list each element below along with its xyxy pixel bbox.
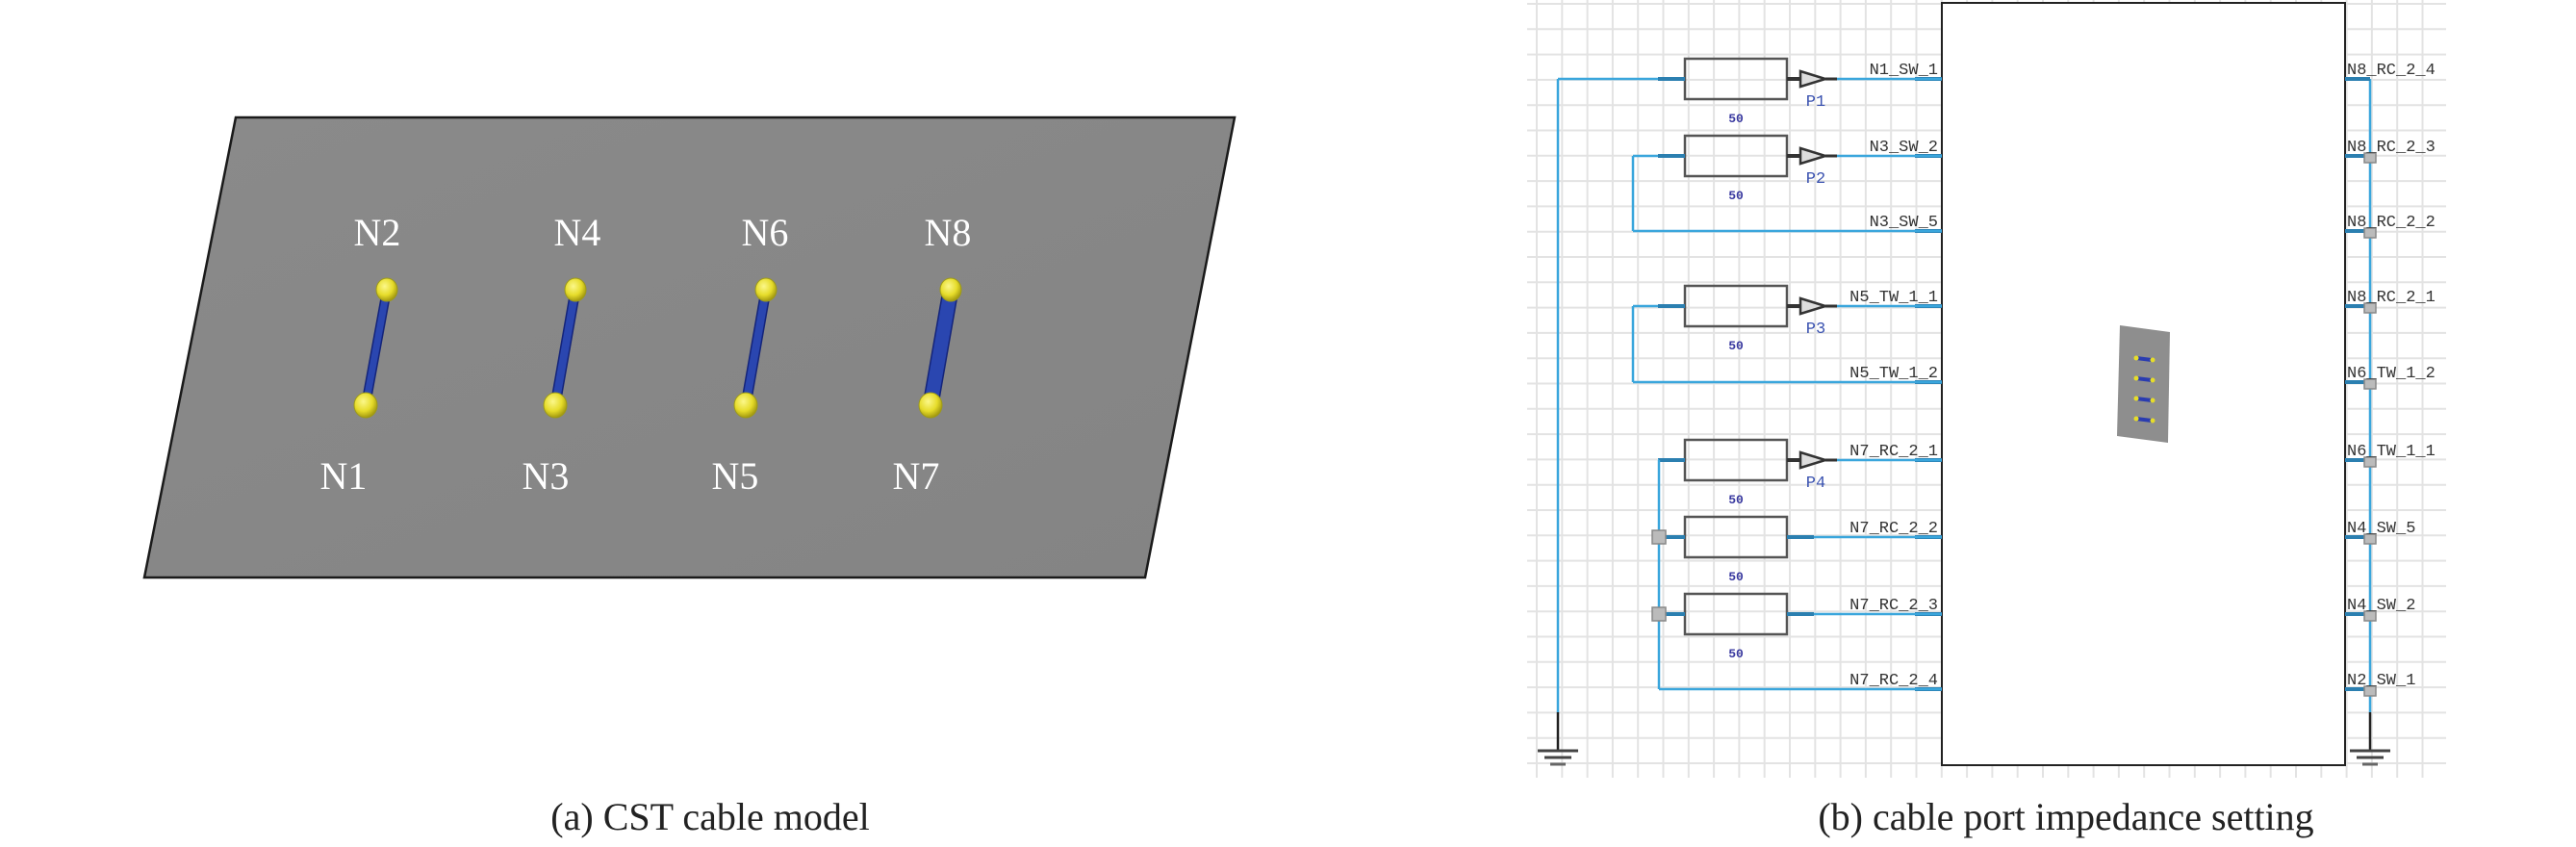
left-pin-label: N5_TW_1_2	[1849, 365, 1938, 383]
junction-icon	[2363, 610, 2377, 622]
junction-icon	[2363, 685, 2377, 697]
left-pin-label: N5_TW_1_1	[1849, 289, 1938, 307]
port-arrow-icon[interactable]	[1798, 450, 1830, 470]
left-pin-label: N7_RC_2_2	[1849, 520, 1938, 538]
node-label-N7: N7	[893, 454, 940, 498]
node-label-N6: N6	[742, 211, 789, 254]
right-pin-label: N2_SW_1	[2347, 672, 2415, 690]
left-pin-label: N3_SW_2	[1870, 139, 1938, 157]
left-pin-label: N7_RC_2_4	[1849, 672, 1938, 690]
port-label: P3	[1806, 321, 1825, 339]
thumbnail-cable	[2135, 376, 2153, 382]
port-label: P1	[1806, 93, 1825, 112]
thumbnail-node	[2133, 355, 2139, 361]
node-label-N3: N3	[523, 454, 570, 498]
node-N6[interactable]	[754, 277, 778, 302]
right-pin-label: N8_RC_2_2	[2347, 214, 2436, 232]
right-pin-label: N4_SW_2	[2347, 597, 2415, 615]
ground-icon	[1538, 712, 1578, 766]
right-pin-label: N6_TW_1_2	[2347, 365, 2436, 383]
thumbnail-node	[2150, 357, 2155, 363]
ground-icon	[2350, 712, 2390, 766]
port-arrow-icon[interactable]	[1798, 69, 1830, 89]
right-pin-label: N8_RC_2_3	[2347, 139, 2436, 157]
thumbnail-cable	[2135, 397, 2153, 402]
resistor-value: 50	[1728, 570, 1744, 584]
port-arrow-icon[interactable]	[1798, 296, 1830, 316]
right-port-wiring: N8_RC_2_4N8_RC_2_3N8_RC_2_2N8_RC_2_1N6_T…	[2345, 62, 2436, 766]
thumbnail-node	[2133, 375, 2139, 381]
thumbnail-node	[2133, 416, 2139, 422]
junction-icon	[2363, 456, 2377, 468]
node-label-N2: N2	[354, 211, 401, 254]
node-label-N4: N4	[554, 211, 601, 254]
left-port-wiring: N1_SW_1N3_SW_2N3_SW_5N5_TW_1_1N5_TW_1_2N…	[1538, 57, 1942, 766]
caption-panel-b: (b) cable port impedance setting	[1818, 795, 2313, 838]
node-N2[interactable]	[375, 277, 398, 302]
node-N4[interactable]	[564, 277, 587, 302]
node-N5[interactable]	[733, 392, 758, 419]
node-N1[interactable]	[353, 392, 378, 419]
node-label-N1: N1	[320, 454, 368, 498]
port-arrow-icon[interactable]	[1798, 146, 1830, 166]
right-pin-label: N8_RC_2_1	[2347, 289, 2436, 307]
thumbnail-node	[2133, 396, 2139, 401]
cable-wire	[924, 283, 957, 412]
resistor-value: 50	[1728, 493, 1744, 507]
resistor-50-ohm[interactable]	[1683, 284, 1789, 328]
cable-wire	[551, 286, 579, 409]
cable-wire	[362, 286, 391, 409]
junction-icon	[1651, 529, 1667, 545]
junction-icon	[1651, 606, 1667, 622]
junction-icon	[2363, 302, 2377, 314]
resistor-value: 50	[1728, 112, 1744, 126]
thumbnail-cable	[2135, 417, 2153, 423]
node-N8[interactable]	[939, 277, 962, 302]
node-N3[interactable]	[543, 392, 568, 419]
thumbnail-node	[2150, 418, 2155, 424]
thumbnail-node	[2150, 377, 2155, 383]
caption-panel-a: (a) CST cable model	[550, 795, 869, 838]
resistor-50-ohm[interactable]	[1683, 592, 1789, 636]
cable-port-impedance-schematic: N1_SW_1N3_SW_2N3_SW_5N5_TW_1_1N5_TW_1_2N…	[1527, 0, 2446, 778]
thumbnail-cable	[2135, 356, 2153, 362]
junction-icon	[2363, 152, 2377, 164]
left-pin-label: N7_RC_2_1	[1849, 443, 1938, 461]
junction-icon	[2363, 378, 2377, 390]
cable-wire	[742, 286, 770, 409]
ground-plate	[142, 116, 1237, 579]
thumbnail-node	[2150, 398, 2155, 403]
right-pin-label: N6_TW_1_1	[2347, 443, 2436, 461]
resistor-50-ohm[interactable]	[1683, 515, 1789, 559]
junction-icon	[2363, 533, 2377, 545]
cable-block-thumbnail	[2117, 325, 2170, 443]
node-label-N5: N5	[712, 454, 759, 498]
right-pin-label: N8_RC_2_4	[2347, 62, 2436, 80]
resistor-value: 50	[1728, 339, 1744, 353]
port-label: P4	[1806, 475, 1825, 493]
right-pin-label: N4_SW_5	[2347, 520, 2415, 538]
resistor-value: 50	[1728, 647, 1744, 661]
left-pin-label: N1_SW_1	[1870, 62, 1938, 80]
node-N7[interactable]	[918, 392, 943, 419]
node-label-N8: N8	[925, 211, 972, 254]
junction-icon	[2363, 227, 2377, 239]
left-pin-label: N7_RC_2_3	[1849, 597, 1938, 615]
resistor-value: 50	[1728, 189, 1744, 203]
port-label: P2	[1806, 170, 1825, 189]
left-pin-label: N3_SW_5	[1870, 214, 1938, 232]
